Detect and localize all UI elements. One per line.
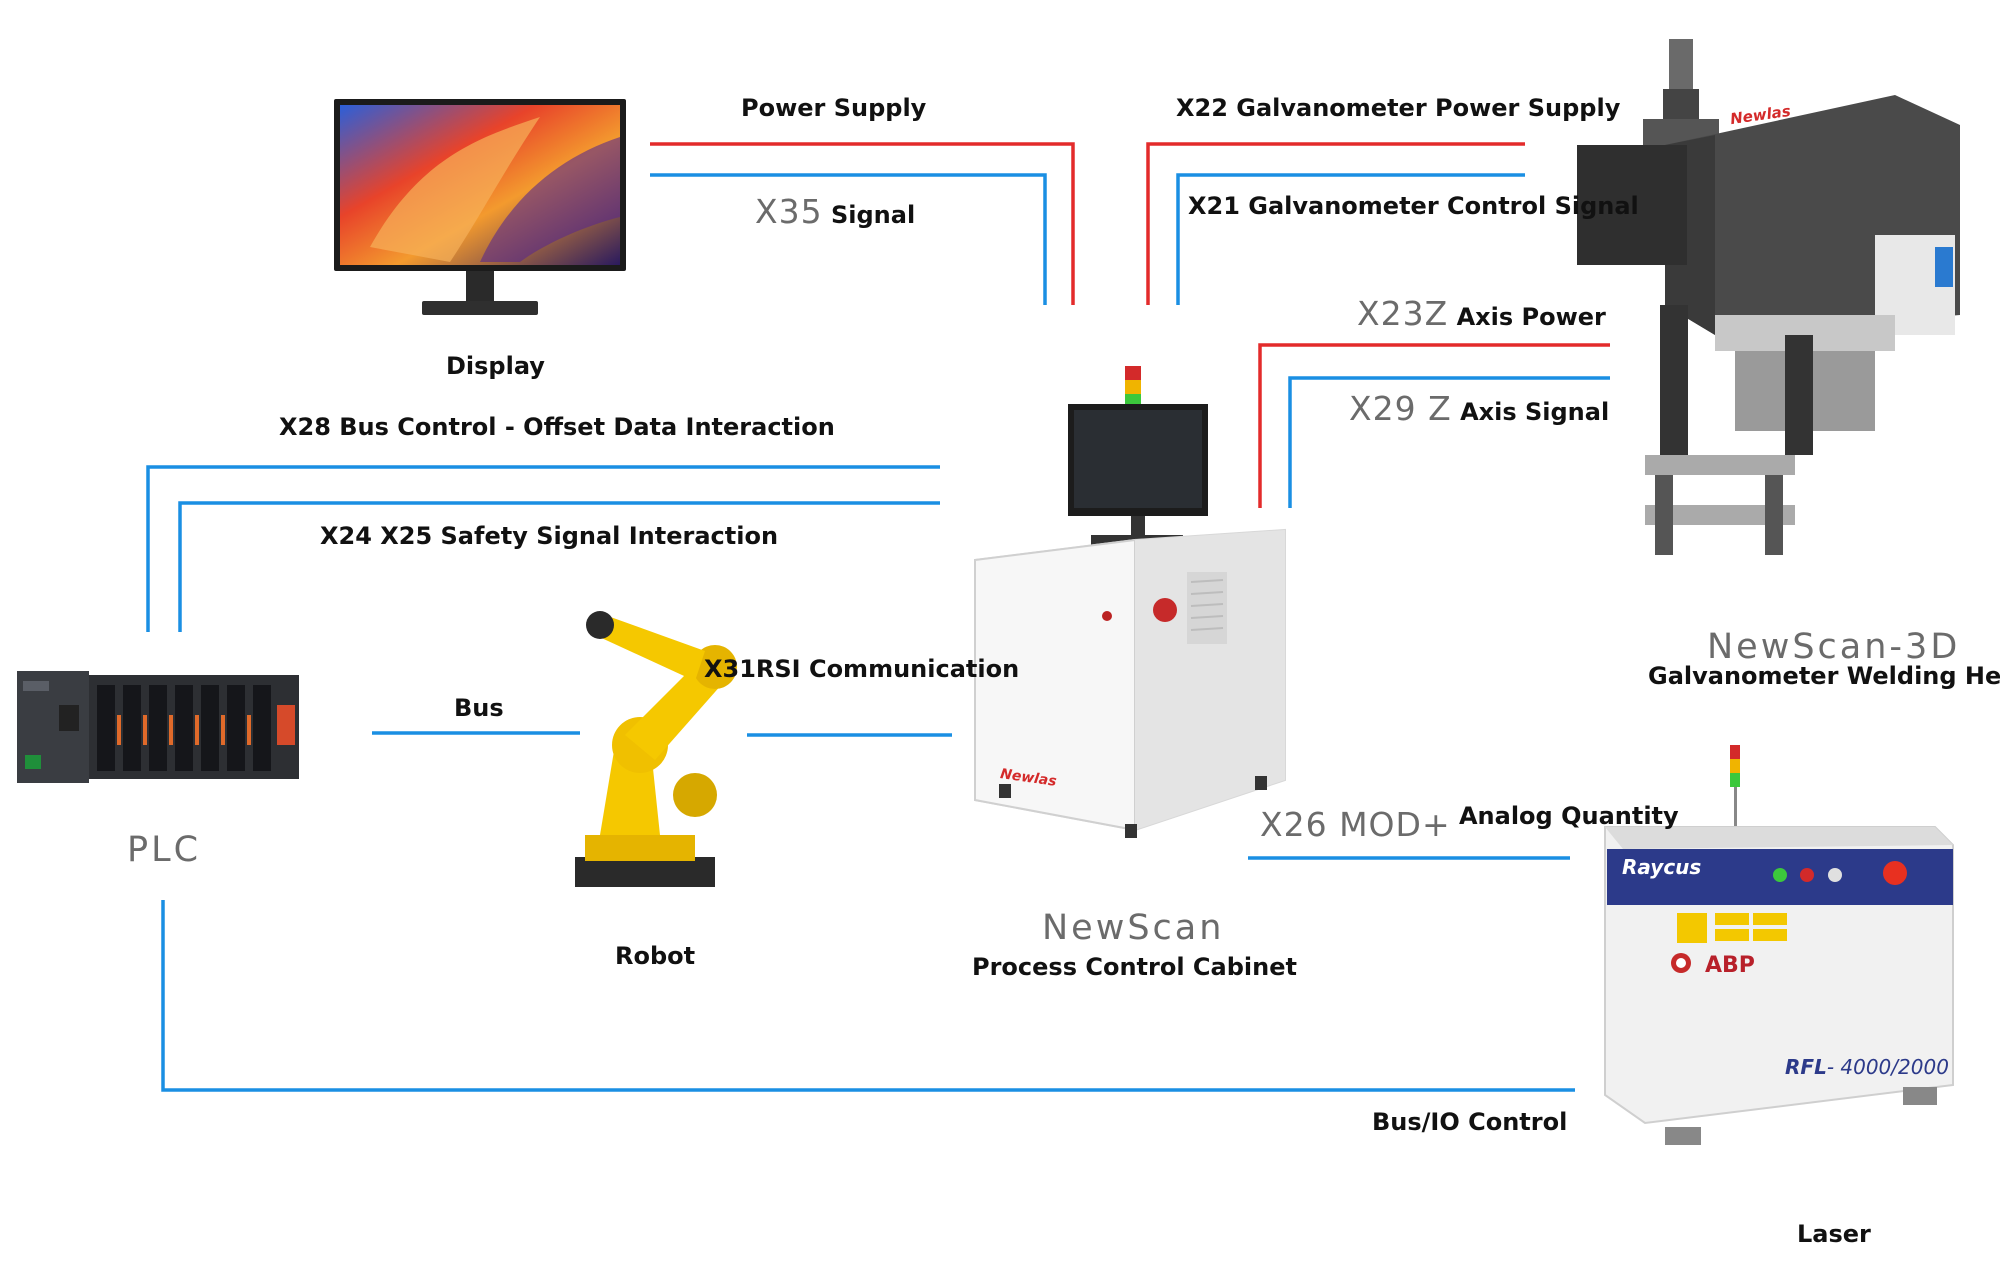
abp-brand-label: ABP	[1705, 953, 1755, 978]
wire-x35-signal	[650, 173, 1047, 305]
label-x28-bus: X28 Bus Control - Offset Data Interactio…	[279, 413, 835, 441]
wire-x24-safety	[178, 501, 940, 632]
label-x31-rsi: X31RSI Communication	[704, 655, 1020, 683]
label-x24-safety: X24 X25 Safety Signal Interaction	[320, 522, 779, 550]
label-power-supply: Power Supply	[741, 94, 927, 122]
control-cabinet-icon	[974, 366, 1286, 838]
label-process-cabinet: Process Control Cabinet	[972, 953, 1297, 981]
label-plc: PLC	[127, 830, 202, 870]
wire-x22-power	[1146, 142, 1525, 305]
wire-x28-bus	[146, 465, 940, 632]
code-x26: X26 MOD+	[1260, 805, 1451, 844]
wire-x21-signal	[1176, 173, 1525, 305]
galvanometer-head-icon	[1577, 39, 1960, 555]
wire-power-supply	[650, 142, 1075, 305]
code-x29: X29 Z	[1349, 389, 1452, 428]
label-x26-analog: X26 MOD+ Analog Quantity	[1260, 802, 1679, 844]
label-x23-axis-power: X23Z Axis Power	[1357, 294, 1606, 333]
label-display: Display	[446, 352, 545, 380]
label-x35-signal: X35 Signal	[755, 192, 916, 231]
wire-x29-signal	[1288, 376, 1610, 508]
plc-icon	[17, 671, 299, 783]
label-laser: Laser	[1797, 1220, 1871, 1248]
label-bus-io: Bus/IO Control	[1372, 1108, 1568, 1136]
label-welding-head: Galvanometer Welding Head	[1648, 662, 2000, 690]
wire-bus-io	[161, 900, 1575, 1092]
label-newscan: NewScan	[1042, 908, 1225, 948]
label-x21-signal: X21 Galvanometer Control Signal	[1188, 192, 1639, 220]
raycus-brand-logo: Raycus	[1622, 855, 1702, 879]
label-x29-axis-signal: X29 Z Axis Signal	[1349, 389, 1610, 428]
robot-arm-icon	[575, 611, 737, 887]
rfl-brand-label: RFL- 4000/2000	[1785, 1055, 1949, 1079]
code-x35: X35	[755, 192, 823, 231]
label-x22-power: X22 Galvanometer Power Supply	[1176, 94, 1621, 122]
label-bus: Bus	[454, 694, 504, 722]
laser-source-icon	[1604, 745, 1954, 1145]
wire-x23-power	[1258, 343, 1610, 508]
monitor-icon	[334, 99, 626, 315]
label-robot: Robot	[615, 942, 696, 970]
label-newscan-3d: NewScan-3D	[1707, 627, 1961, 667]
code-x23: X23Z	[1357, 294, 1449, 333]
